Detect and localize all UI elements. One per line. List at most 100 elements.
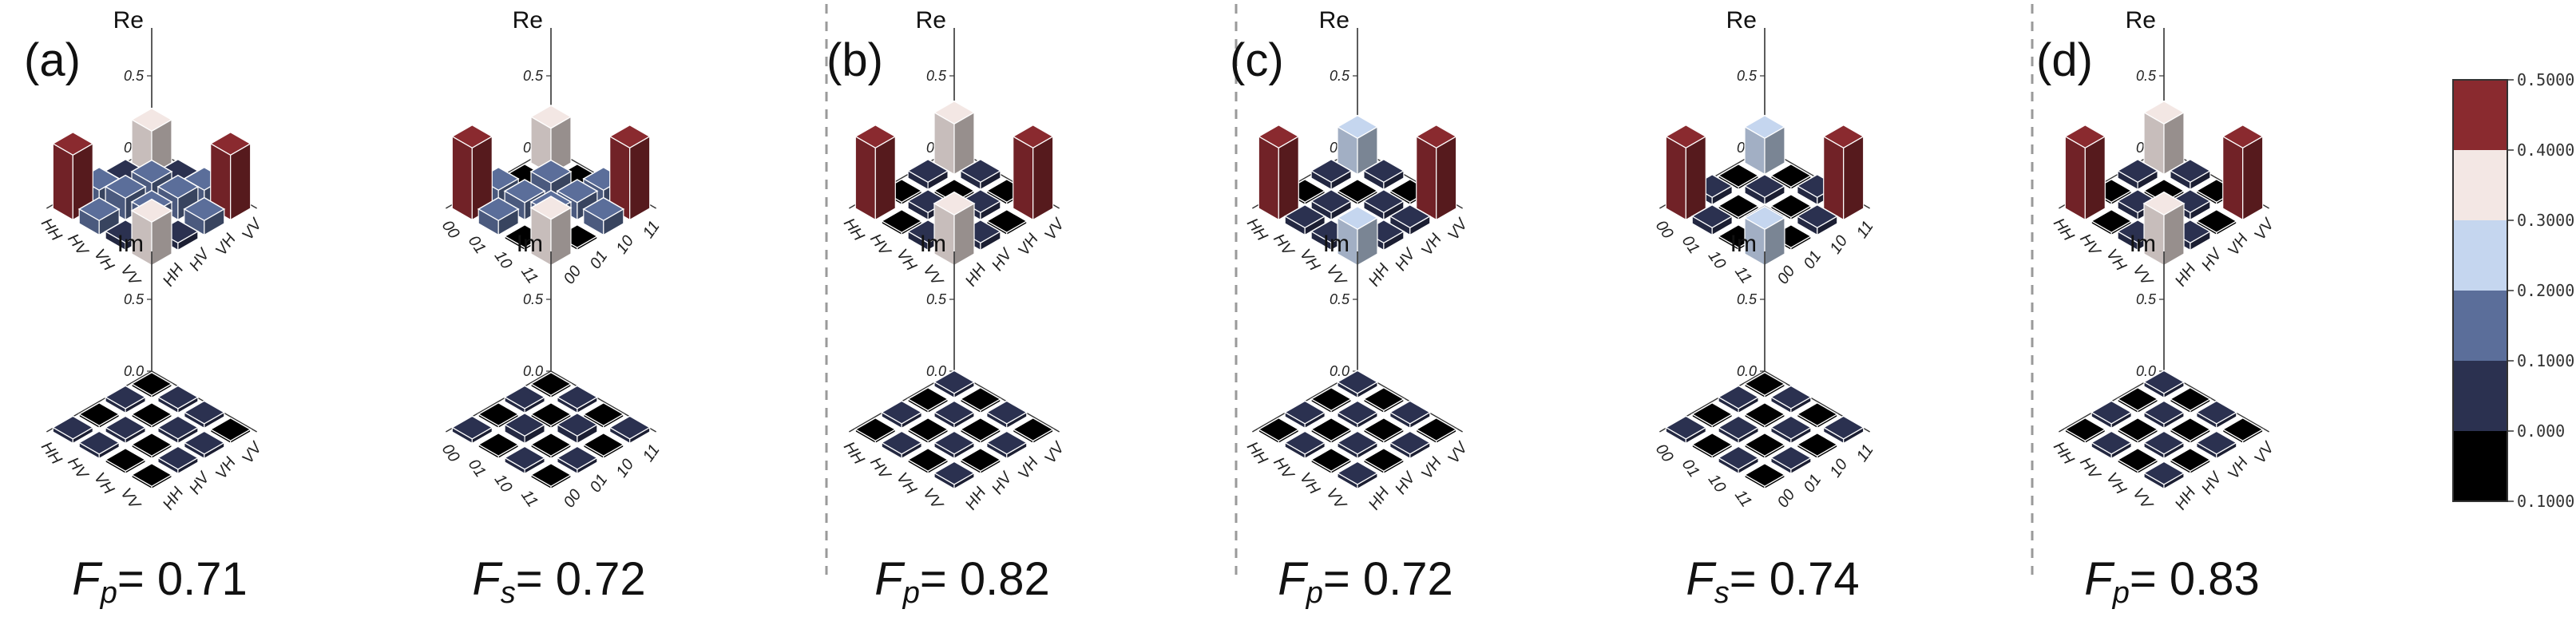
im-bar xyxy=(104,447,147,475)
im-bar xyxy=(1362,447,1405,475)
panel-b: (b)0.50.0ReVVVVVHVHHVHVHHHH0.50.0ImVVVVV… xyxy=(826,7,1068,610)
re-row-label: 01 xyxy=(1801,247,1825,272)
im-row-label: HV xyxy=(1392,469,1420,498)
im-bar xyxy=(529,371,573,399)
im-bar xyxy=(2169,417,2212,445)
re-col-label: VV xyxy=(117,261,144,290)
im-row-label: 10 xyxy=(612,456,637,481)
fidelity-label: Fp= 0.82 xyxy=(874,553,1049,610)
im-bar xyxy=(157,445,200,475)
im-bar xyxy=(1796,402,1839,429)
panel-label: (b) xyxy=(826,34,883,86)
im-bar xyxy=(1415,417,1458,445)
im-bar xyxy=(1717,385,1760,414)
im-bar xyxy=(183,400,226,429)
im-col-label: 11 xyxy=(1731,487,1755,511)
im-bar xyxy=(529,402,573,429)
im-col-label: HH xyxy=(38,439,65,469)
re-bar xyxy=(1690,204,1734,236)
im-bar xyxy=(1717,415,1760,445)
im-bar xyxy=(1796,432,1839,460)
im-row-label: HV xyxy=(186,469,214,498)
re-bar xyxy=(209,131,252,221)
im-col-label: 11 xyxy=(517,487,541,511)
im-bar xyxy=(1770,385,1813,414)
im-row-label: VH xyxy=(1015,454,1042,483)
im-col-label: 00 xyxy=(1652,441,1677,465)
im-row-label: VV xyxy=(239,438,266,467)
im-z-tick-label: 0.0 xyxy=(2136,363,2156,379)
im-bar xyxy=(1336,370,1379,399)
re-row-label: HH xyxy=(2172,260,2200,290)
im-col-label: HH xyxy=(840,439,868,469)
im-bar xyxy=(477,402,520,429)
im-col-label: HH xyxy=(1243,439,1271,469)
im-z-tick-label: 0.5 xyxy=(1737,291,1758,307)
re-col-label: HH xyxy=(2050,216,2078,245)
re-bar xyxy=(1389,204,1432,236)
im-bar xyxy=(582,402,625,429)
re-row-label: 01 xyxy=(587,247,612,272)
re-col-label: HH xyxy=(38,216,65,245)
im-bar xyxy=(2195,400,2238,429)
im-axis-name: Im xyxy=(920,231,946,257)
colorbar-segment xyxy=(2453,220,2507,291)
im-bar xyxy=(2116,386,2159,414)
re-row-label: 11 xyxy=(640,218,664,242)
im-col-label: 00 xyxy=(438,441,463,465)
re-bar xyxy=(2090,208,2133,236)
re-col-label: 00 xyxy=(438,217,463,242)
colorbar-tick-label: 0.4000 xyxy=(2517,140,2574,160)
panels-group: (a)0.50.0ReVVVVVHVHHVHVHHHH0.50.0ImVVVVV… xyxy=(24,7,2278,610)
im-row-label: HV xyxy=(2198,469,2226,498)
colorbar-segment xyxy=(2453,80,2507,150)
im-bar xyxy=(1770,415,1813,445)
im-col-label: HH xyxy=(2050,439,2078,469)
im-bar xyxy=(2116,417,2159,445)
re-row-label: HH xyxy=(962,260,990,290)
im-col-label: VV xyxy=(117,485,144,513)
im-bar xyxy=(130,432,173,460)
im-bar xyxy=(933,430,976,460)
re-axis-name: Re xyxy=(1726,7,1757,34)
im-bar xyxy=(529,432,573,460)
fidelity-label: Fs= 0.72 xyxy=(472,553,645,610)
re-row-label: VV xyxy=(1041,215,1068,243)
im-z-tick-label: 0.5 xyxy=(124,291,145,307)
im-bar xyxy=(1336,461,1379,490)
colorbar-segment xyxy=(2453,291,2507,361)
im-bar xyxy=(2142,370,2186,399)
re-col-label: VV xyxy=(2129,261,2156,290)
im-bar xyxy=(1012,417,1055,445)
panel-dividers xyxy=(825,4,2034,575)
im-bar xyxy=(2063,417,2106,445)
im-bar xyxy=(1743,371,1786,399)
panel-a2: 0.50.0Re11111010010100000.50.0Im11111010… xyxy=(438,7,664,610)
colorbar-tick-label: 0.3000 xyxy=(2517,211,2574,230)
re-col-label: VV xyxy=(919,261,946,290)
colorbar-tick-label: 0.5000 xyxy=(2517,70,2574,89)
re-col-label: VH xyxy=(2102,246,2130,275)
im-col-label: HV xyxy=(2076,454,2104,484)
re-col-label: 11 xyxy=(517,263,541,287)
im-bar xyxy=(906,447,949,475)
re-col-label: 00 xyxy=(1652,217,1677,242)
im-bar xyxy=(2169,386,2212,414)
im-z-tick-label: 0.0 xyxy=(926,363,946,379)
im-col-label: VH xyxy=(893,469,920,498)
re-row-label: VH xyxy=(2225,231,2252,259)
im-col-label: VV xyxy=(1322,485,1349,513)
re-col-label: VH xyxy=(90,246,117,275)
im-col-label: VV xyxy=(2129,485,2156,513)
re-bar xyxy=(1415,124,1458,221)
im-bar xyxy=(1690,402,1734,429)
re-row-label: VV xyxy=(1445,215,1472,243)
re-bar xyxy=(933,100,976,176)
im-bar xyxy=(51,415,94,445)
im-row-label: 00 xyxy=(561,486,585,511)
colorbar-tick-label: 0.2000 xyxy=(2517,281,2574,300)
im-col-label: 10 xyxy=(1705,471,1730,496)
im-row-label: 11 xyxy=(1853,441,1877,465)
